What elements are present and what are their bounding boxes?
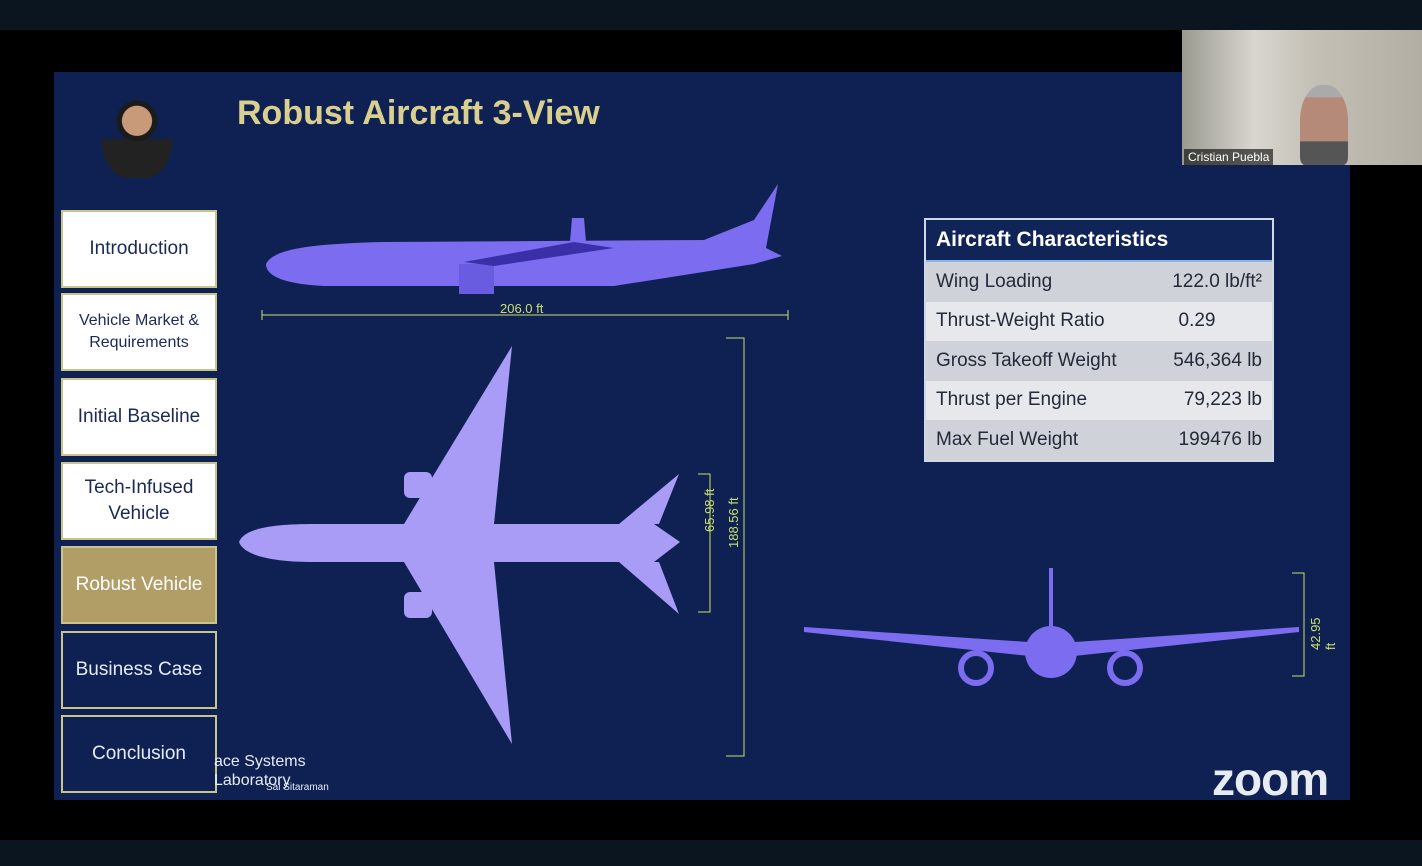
top-bar bbox=[0, 0, 1422, 30]
bottom-bar bbox=[0, 840, 1422, 866]
wingspan-label: 188.56 ft bbox=[726, 497, 741, 548]
presenter-name: Sai Sitaraman bbox=[266, 782, 329, 793]
nav-robust-vehicle[interactable]: Robust Vehicle bbox=[61, 546, 217, 624]
front-view bbox=[804, 568, 1299, 686]
nav-tech-infused[interactable]: Tech-Infused Vehicle bbox=[61, 462, 217, 540]
participant-video[interactable]: Cristian Puebla bbox=[1182, 30, 1422, 165]
aircraft-3-view bbox=[239, 184, 1305, 757]
slide-title: Robust Aircraft 3-View bbox=[237, 94, 600, 132]
zoom-watermark: zoom bbox=[1212, 753, 1329, 805]
nav-business-case[interactable]: Business Case bbox=[61, 631, 217, 709]
length-dimension bbox=[261, 310, 789, 320]
participant-name: Cristian Puebla bbox=[1184, 149, 1274, 165]
nav-initial-baseline[interactable]: Initial Baseline bbox=[61, 378, 217, 456]
span-dimensions bbox=[698, 337, 1305, 757]
tail-span-label: 65.98 ft bbox=[702, 488, 717, 532]
top-view bbox=[239, 346, 680, 744]
length-label: 206.0 ft bbox=[500, 301, 544, 316]
side-view bbox=[266, 184, 782, 294]
height-label: 42.95 ft bbox=[1308, 617, 1338, 650]
table-header: Aircraft Characteristics bbox=[926, 220, 1272, 262]
shared-slide: Robust Aircraft 3-View Introduction Vehi… bbox=[54, 72, 1350, 800]
nav-conclusion[interactable]: Conclusion bbox=[61, 715, 217, 793]
presenter-photo bbox=[102, 90, 172, 178]
participant-figure bbox=[1300, 85, 1348, 165]
nav-vehicle-market[interactable]: Vehicle Market & Requirements bbox=[61, 293, 217, 371]
nav-introduction[interactable]: Introduction bbox=[61, 210, 217, 288]
